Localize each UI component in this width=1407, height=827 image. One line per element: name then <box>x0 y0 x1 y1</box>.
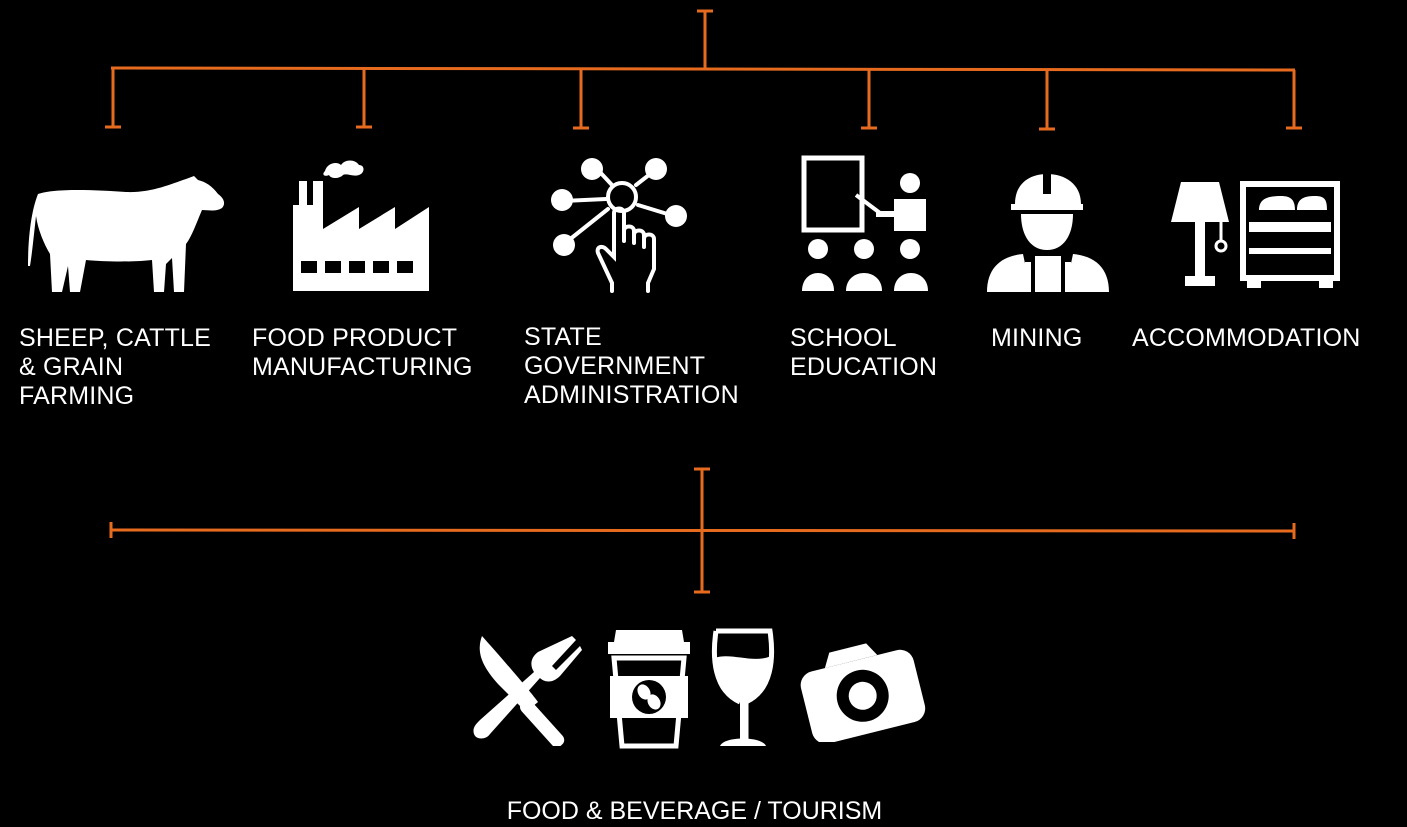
classroom-icon <box>801 155 928 291</box>
camera-icon <box>800 643 926 742</box>
network-touch-icon <box>551 158 687 293</box>
industry-label-mining: MINING <box>991 324 1083 352</box>
cutlery-icon <box>473 636 582 746</box>
tourism-label: FOOD & BEVERAGE / TOURISM <box>506 797 883 825</box>
cow-icon <box>28 176 225 292</box>
wine-glass-icon <box>711 628 775 746</box>
factory-icon <box>293 160 429 291</box>
coffee-cup-icon <box>608 630 690 749</box>
industry-label-food-manufacturing: FOOD PRODUCT MANUFACTURING <box>252 324 473 381</box>
miner-hardhat-icon <box>987 172 1109 292</box>
industry-label-farming: SHEEP, CATTLE & GRAIN FARMING <box>19 324 212 410</box>
lamp-bed-icon <box>1171 181 1340 288</box>
industry-label-education: SCHOOL EDUCATION <box>790 324 938 381</box>
industry-label-government: STATE GOVERNMENT ADMINISTRATION <box>524 323 739 409</box>
industry-label-accommodation: ACCOMMODATION <box>1132 324 1361 352</box>
